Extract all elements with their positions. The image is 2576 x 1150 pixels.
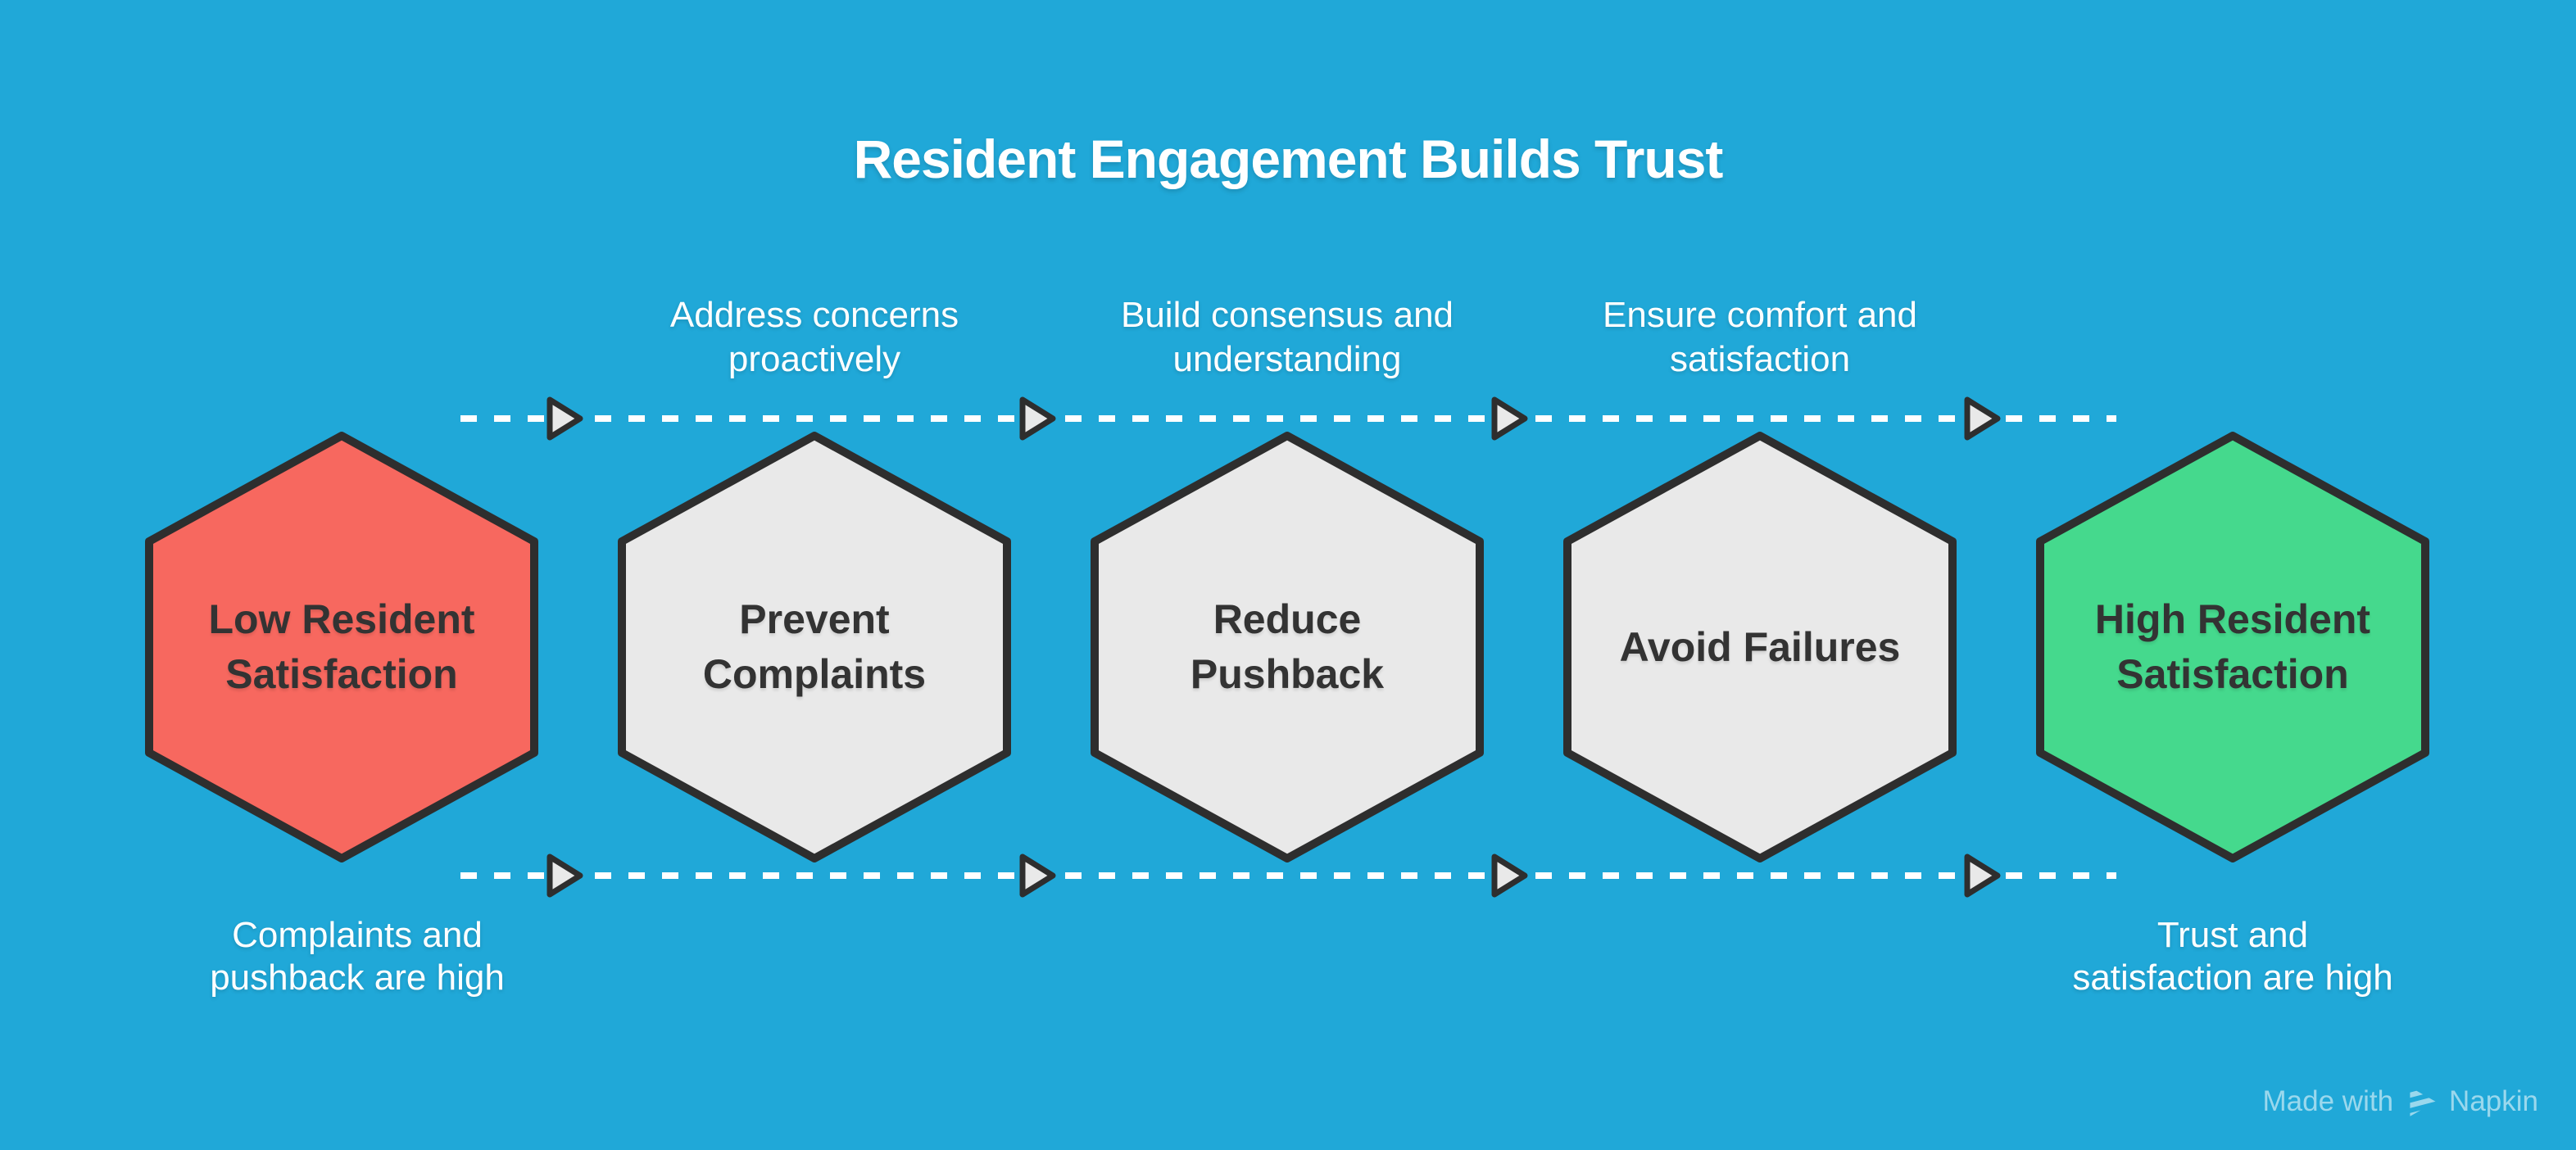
transition-label-line: satisfaction	[1669, 339, 1851, 379]
napkin-logo-icon	[2410, 1087, 2436, 1116]
transition-label-build-consensus: Build consensus and understanding	[1033, 293, 1541, 382]
arrowhead-icon	[546, 396, 583, 441]
arrowhead-icon	[1019, 396, 1056, 441]
arrowhead-icon	[1491, 853, 1528, 898]
arrowhead-icon	[546, 853, 583, 898]
annotation-line: pushback are high	[210, 958, 505, 998]
stage-label-low-resident-satisfaction: Low Resident Satisfaction	[149, 436, 534, 858]
stage-label-line: Low Resident	[208, 596, 475, 642]
stage-label-reduce-pushback: Reduce Pushback	[1095, 436, 1480, 858]
transition-label-line: Build consensus and	[1120, 295, 1454, 335]
brand-text: Napkin	[2449, 1085, 2538, 1117]
transition-label-ensure-comfort: Ensure comfort and satisfaction	[1506, 293, 2014, 382]
footer-credit: Made with Napkin	[2263, 1084, 2538, 1119]
stage-label-line: High Resident	[2094, 596, 2371, 642]
stage-hexagon-low-resident-satisfaction	[145, 432, 538, 862]
annotation-start-state: Complaints and pushback are high	[103, 914, 611, 999]
transition-label-line: understanding	[1172, 339, 1402, 379]
stage-label-line: Prevent	[739, 596, 890, 642]
arrowhead-icon	[1019, 853, 1056, 898]
stage-hexagon-high-resident-satisfaction	[2036, 432, 2429, 862]
annotation-line: Complaints and	[232, 915, 483, 955]
stage-label-line: Avoid Failures	[1619, 623, 1901, 670]
annotation-line: Trust and	[2156, 915, 2309, 955]
made-with-text: Made with	[2262, 1085, 2394, 1117]
stage-label-line: Complaints	[702, 651, 927, 697]
stage-label-prevent-complaints: Prevent Complaints	[622, 436, 1007, 858]
stage-label-line: Satisfaction	[225, 651, 458, 697]
arrowhead-icon	[1964, 396, 2001, 441]
annotation-line: satisfaction are high	[2072, 958, 2393, 998]
transition-label-line: Ensure comfort and	[1603, 295, 1917, 335]
stage-label-line: Pushback	[1190, 651, 1385, 697]
stage-label-line: Satisfaction	[2116, 651, 2349, 697]
transition-label-address-concerns: Address concerns proactively	[560, 293, 1068, 382]
stage-label-high-resident-satisfaction: High Resident Satisfaction	[2040, 436, 2425, 858]
annotation-end-state: Trust and satisfaction are high	[1979, 914, 2487, 999]
arrowhead-icon	[1964, 853, 2001, 898]
transition-label-line: proactively	[728, 339, 901, 379]
stage-hexagon-avoid-failures	[1563, 432, 1957, 862]
arrowhead-icon	[1491, 396, 1528, 441]
stage-label-avoid-failures: Avoid Failures	[1567, 436, 1952, 858]
stage-hexagon-reduce-pushback	[1091, 432, 1484, 862]
stage-label-line: Reduce	[1213, 596, 1362, 642]
page-title: Resident Engagement Builds Trust	[853, 129, 1724, 189]
transition-label-line: Address concerns	[669, 295, 959, 335]
stage-hexagon-prevent-complaints	[618, 432, 1011, 862]
